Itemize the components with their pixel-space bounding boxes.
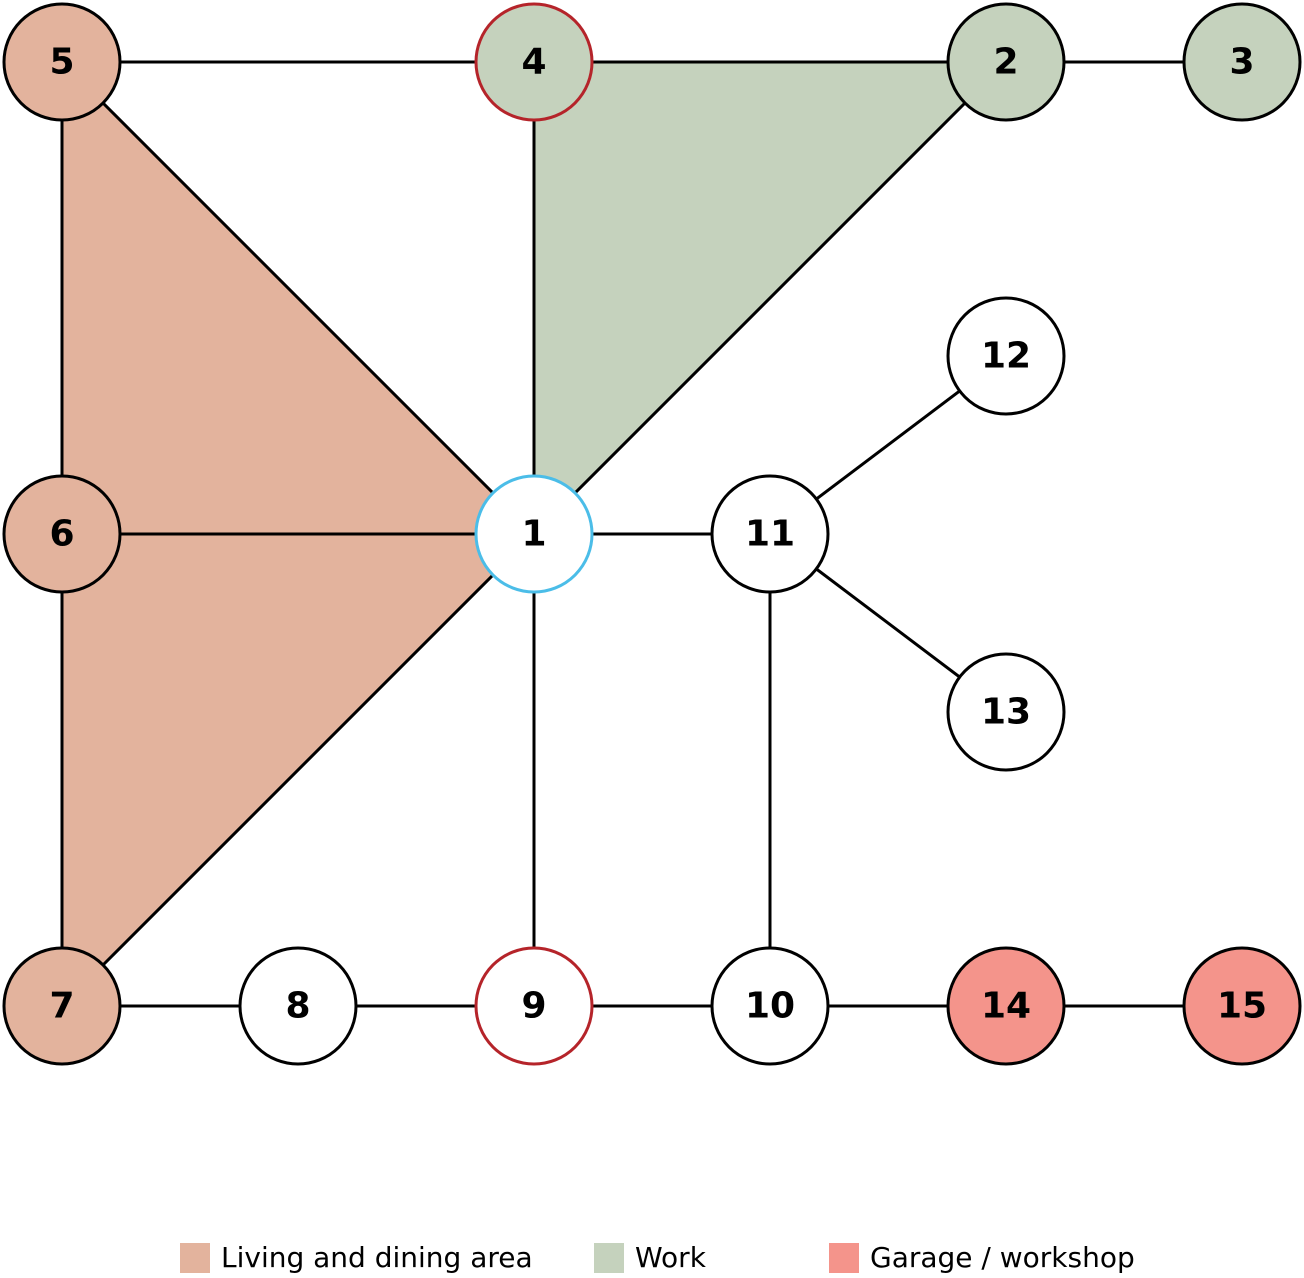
node-circle-7 bbox=[2, 946, 122, 1066]
node-label-15: 15 bbox=[1217, 986, 1267, 1027]
node-circle-10 bbox=[710, 946, 830, 1066]
node-11: 11 bbox=[710, 474, 830, 594]
node-8: 8 bbox=[238, 946, 358, 1066]
legend-label-work: Work bbox=[635, 1241, 706, 1274]
node-14: 14 bbox=[946, 946, 1066, 1066]
node-label-13: 13 bbox=[981, 692, 1031, 733]
node-6: 6 bbox=[2, 474, 122, 594]
node-circle-4 bbox=[474, 2, 594, 122]
edge-2-1 bbox=[532, 60, 1008, 536]
legend-swatch-work bbox=[594, 1242, 624, 1273]
node-circle-13 bbox=[946, 652, 1066, 772]
node-1: 1 bbox=[474, 474, 594, 594]
legend-label-garage: Garage / workshop bbox=[870, 1241, 1135, 1274]
node-label-9: 9 bbox=[521, 986, 546, 1027]
node-label-14: 14 bbox=[981, 986, 1031, 1027]
node-label-7: 7 bbox=[49, 986, 74, 1027]
node-circle-15 bbox=[1182, 946, 1302, 1066]
node-circle-5 bbox=[2, 2, 122, 122]
edge-5-1 bbox=[60, 60, 536, 536]
legend-item-living: Living and dining area bbox=[180, 1237, 533, 1278]
node-label-5: 5 bbox=[49, 42, 74, 83]
node-label-3: 3 bbox=[1229, 42, 1254, 83]
legend-item-work: Work bbox=[594, 1237, 706, 1278]
node-13: 13 bbox=[946, 652, 1066, 772]
node-5: 5 bbox=[2, 2, 122, 122]
node-circle-8 bbox=[238, 946, 358, 1066]
node-label-8: 8 bbox=[285, 986, 310, 1027]
node-label-12: 12 bbox=[981, 336, 1031, 377]
node-circle-2 bbox=[946, 2, 1066, 122]
legend-swatch-garage bbox=[829, 1242, 859, 1273]
node-circle-14 bbox=[946, 946, 1066, 1066]
node-15: 15 bbox=[1182, 946, 1302, 1066]
node-circle-1 bbox=[474, 474, 594, 594]
node-12: 12 bbox=[946, 296, 1066, 416]
node-circle-3 bbox=[1182, 2, 1302, 122]
node-circle-9 bbox=[474, 946, 594, 1066]
node-9: 9 bbox=[474, 946, 594, 1066]
edge-7-1 bbox=[60, 532, 536, 1008]
legend-item-garage: Garage / workshop bbox=[829, 1237, 1135, 1278]
legend: Living and dining area Work Garage / wor… bbox=[0, 1237, 1304, 1278]
node-label-4: 4 bbox=[521, 42, 546, 83]
node-circle-12 bbox=[946, 296, 1066, 416]
legend-swatch-living bbox=[180, 1242, 210, 1273]
node-label-1: 1 bbox=[521, 514, 546, 555]
node-circle-6 bbox=[2, 474, 122, 594]
node-circle-11 bbox=[710, 474, 830, 594]
node-7: 7 bbox=[2, 946, 122, 1066]
node-label-6: 6 bbox=[49, 514, 74, 555]
node-3: 3 bbox=[1182, 2, 1302, 122]
node-label-11: 11 bbox=[745, 514, 795, 555]
legend-label-living: Living and dining area bbox=[221, 1241, 533, 1274]
node-2: 2 bbox=[946, 2, 1066, 122]
node-label-2: 2 bbox=[993, 42, 1018, 83]
node-10: 10 bbox=[710, 946, 830, 1066]
node-4: 4 bbox=[474, 2, 594, 122]
node-label-10: 10 bbox=[745, 986, 795, 1027]
